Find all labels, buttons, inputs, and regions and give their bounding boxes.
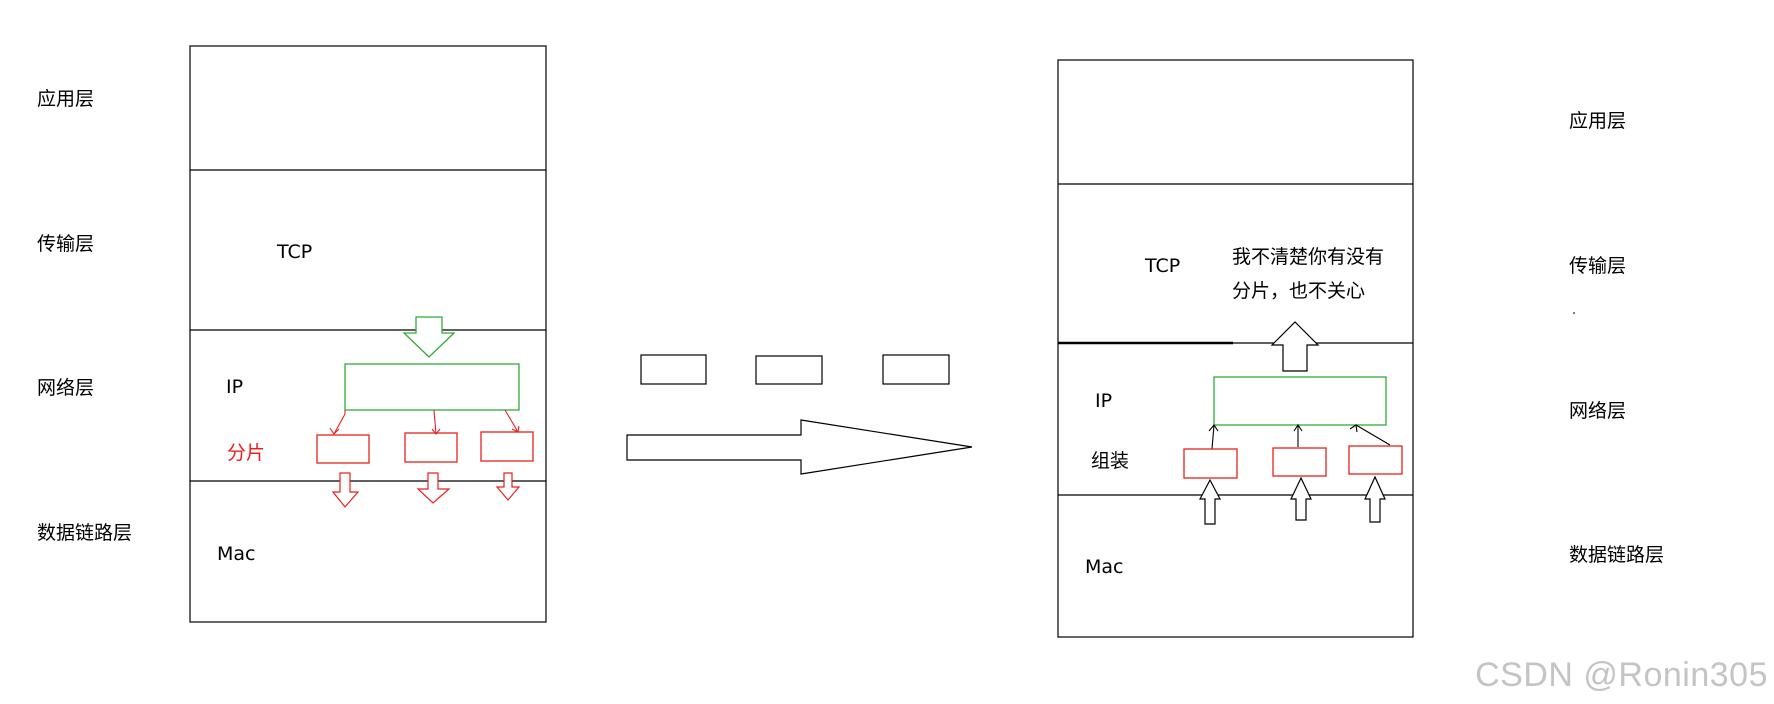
sender-ip-label: IP (226, 376, 244, 398)
receiver-mac-label: Mac (1085, 556, 1124, 578)
transit-packet-1 (640, 354, 707, 385)
receiver-small-up-arrow-1 (1199, 478, 1221, 525)
receiver-note-line2: 分片，也不关心 (1232, 280, 1366, 302)
left-label-application: 应用层 (37, 88, 95, 110)
receiver-fragment-3 (1348, 445, 1403, 475)
sender-fragment-1 (316, 434, 370, 464)
receiver-fragment-connectors (1208, 424, 1391, 450)
receiver-reassemble-label: 组装 (1091, 450, 1130, 472)
right-label-transport: 传输层 (1569, 255, 1627, 277)
receiver-up-arrow (1270, 321, 1320, 372)
left-label-network: 网络层 (37, 377, 95, 399)
right-label-network: 网络层 (1569, 400, 1627, 422)
sender-fragment-connectors (329, 409, 520, 435)
sender-fragments (316, 431, 534, 464)
sender-stack (189, 45, 547, 623)
watermark: CSDN @Ronin305 (1475, 656, 1768, 694)
sender-fragment-3 (480, 431, 534, 462)
sender-red-down-arrows (331, 472, 521, 508)
receiver-small-up-arrow-2 (1290, 476, 1312, 521)
receiver-small-up-arrow-3 (1364, 475, 1386, 523)
transit-packet-2 (755, 355, 823, 385)
receiver-stack (1057, 59, 1414, 638)
receiver-fragment-2 (1272, 447, 1327, 477)
transfer-arrow (626, 419, 973, 475)
transit-packet-3 (882, 354, 950, 385)
transit-packets (640, 354, 950, 385)
stray-dot (1573, 312, 1575, 314)
sender-fragment-label: 分片 (227, 442, 266, 464)
sender-tcp-label: TCP (277, 241, 313, 263)
receiver-datagram-box (1213, 376, 1387, 426)
sender-down-arrow-1 (331, 472, 360, 508)
left-label-transport: 传输层 (37, 233, 95, 255)
left-label-datalink: 数据链路层 (37, 522, 133, 544)
right-label-datalink: 数据链路层 (1569, 544, 1665, 566)
right-label-application: 应用层 (1569, 110, 1627, 132)
sender-datagram-box (344, 363, 520, 411)
receiver-up-small-arrows (1199, 475, 1386, 525)
sender-down-arrow-3 (495, 472, 521, 501)
sender-stack-frame (189, 45, 547, 623)
sender-green-down-arrow (402, 316, 456, 358)
receiver-stack-frame (1057, 59, 1414, 638)
sender-mac-label: Mac (217, 543, 256, 565)
sender-fragment-2 (404, 432, 458, 463)
receiver-fragment-1 (1183, 448, 1238, 479)
receiver-ip-label: IP (1095, 390, 1113, 412)
receiver-fragments (1183, 445, 1403, 479)
receiver-note-line1: 我不清楚你有没有 (1232, 246, 1385, 268)
sender-down-arrow-2 (416, 472, 451, 504)
receiver-tcp-label: TCP (1145, 255, 1181, 277)
